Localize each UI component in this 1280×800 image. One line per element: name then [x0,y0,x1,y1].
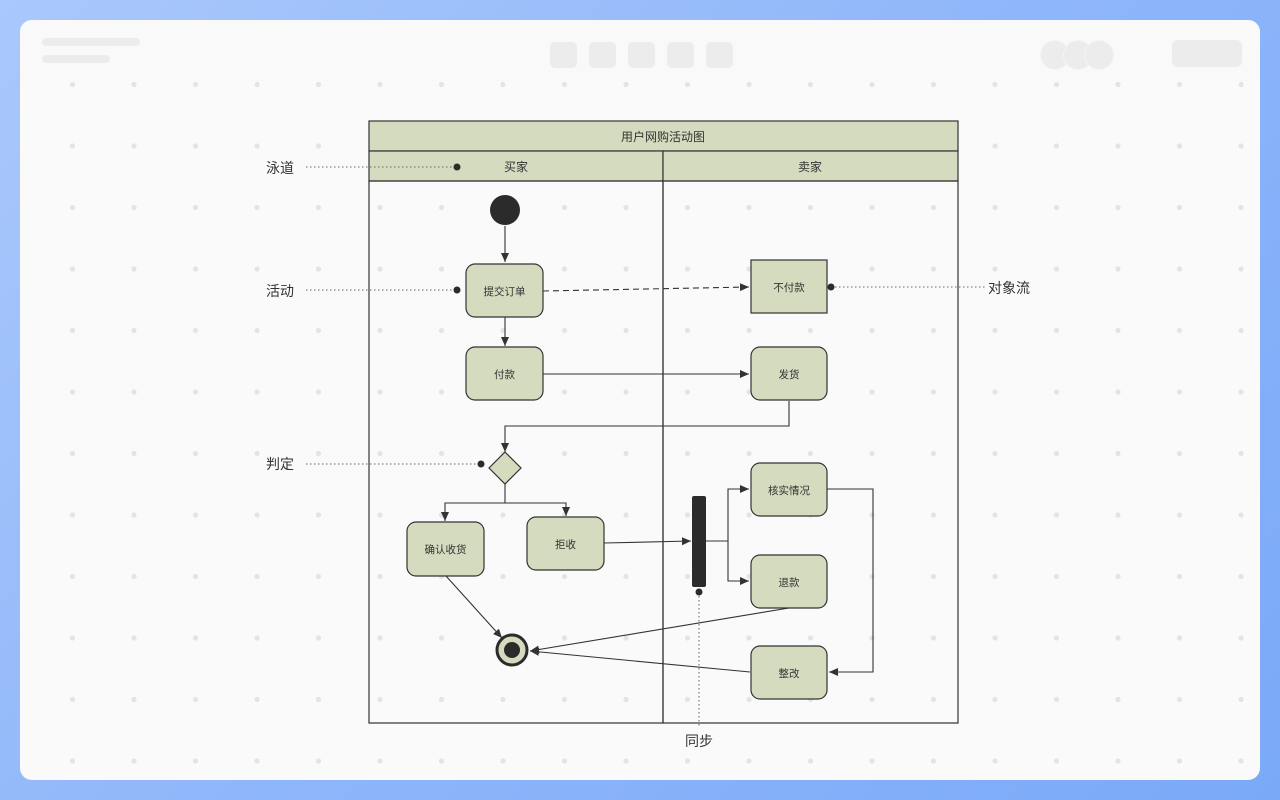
tool-button-5[interactable] [706,42,733,68]
swimlane-frame: 用户网购活动图 买家 卖家 [368,120,959,724]
flow-sync-to-refund[interactable] [727,541,749,585]
lane-body-seller[interactable] [662,180,959,724]
callout-label-activity: 活动 [266,284,294,300]
object-label: 不付款 [773,281,805,294]
lane-label-buyer: 买家 [504,159,528,174]
initial-node[interactable] [490,195,520,225]
activity-submit-order[interactable]: 提交订单 [465,263,544,318]
activity-label: 确认收货 [425,543,467,556]
object-not-paid[interactable]: 不付款 [750,259,828,314]
lane-label-seller: 卖家 [798,159,822,174]
diagram-title: 用户网购活动图 [621,129,705,144]
flow-reject-to-sync[interactable] [603,537,692,546]
activity-verify[interactable]: 核实情况 [750,462,828,517]
callout-label-decision: 判定 [266,457,294,473]
activity-label: 提交订单 [484,285,526,298]
activity-label: 整改 [779,667,800,680]
activity-refund[interactable]: 退款 [750,554,828,609]
flow-confirm-to-end[interactable] [445,575,503,639]
callout-dots [453,163,835,596]
activity-label: 拒收 [555,538,576,551]
tool-button-1[interactable] [550,42,577,68]
final-node[interactable] [495,633,529,667]
activity-pay[interactable]: 付款 [465,346,544,401]
callout-label-sync: 同步 [685,734,713,750]
flow-sync-to-verify[interactable] [706,485,749,542]
callouts [306,166,986,728]
flow-verify-to-rectify[interactable] [827,488,874,676]
title-placeholder [42,38,140,46]
activity-ship[interactable]: 发货 [750,346,828,401]
flow-refund-to-end[interactable] [529,607,790,654]
avatar-3[interactable] [1084,40,1114,70]
activity-label: 发货 [779,368,800,381]
dot-grid [20,82,1260,780]
tool-button-4[interactable] [667,42,694,68]
share-button[interactable] [1172,40,1242,67]
lane-header-buyer[interactable] [368,150,664,182]
activity-label: 付款 [494,368,515,381]
callout-dot-activity [453,286,461,294]
callout-dot-object-flow [827,283,835,291]
tool-button-3[interactable] [628,42,655,68]
activity-label: 核实情况 [768,484,810,497]
tool-button-2[interactable] [589,42,616,68]
sync-bar[interactable] [692,496,706,587]
callout-label-object-flow: 对象流 [988,281,1030,297]
activity-rectify[interactable]: 整改 [750,645,828,700]
callout-dot-decision [477,460,485,468]
toolbar [20,20,1260,82]
flow-rectify-to-end[interactable] [529,647,751,673]
decision-node[interactable] [488,451,522,485]
callout-dot-swimlane [453,163,461,171]
connectors [441,226,874,676]
activity-reject[interactable]: 拒收 [526,516,605,571]
title-bar[interactable] [368,120,959,152]
flow-decision-to-reject[interactable] [505,502,570,516]
callout-label-swimlane: 泳道 [266,161,294,177]
callout-dot-sync [695,588,703,596]
activity-confirm-receipt[interactable]: 确认收货 [406,521,485,577]
object-flow-submit-to-notpaid[interactable] [542,283,750,292]
subtitle-placeholder [42,55,110,63]
activity-label: 退款 [779,576,800,589]
lane-header-seller[interactable] [662,150,959,182]
flow-decision-to-confirm[interactable] [441,484,506,521]
flow-ship-to-decision[interactable] [501,401,790,452]
